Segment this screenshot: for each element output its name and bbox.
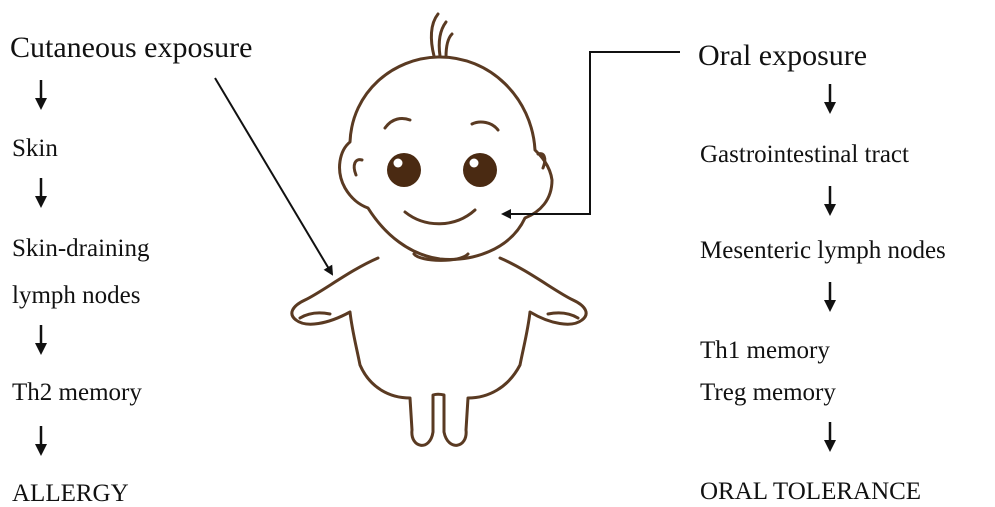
smile	[405, 210, 475, 224]
baby-body	[292, 258, 586, 445]
eyebrow	[385, 119, 410, 128]
eyebrow	[472, 122, 498, 130]
cutaneous-connector-arrow	[215, 78, 332, 274]
baby-head	[340, 57, 552, 259]
hair	[431, 14, 438, 56]
hair	[446, 34, 452, 57]
oral-connector-arrow	[503, 52, 680, 214]
eye	[463, 153, 497, 187]
eye	[387, 153, 421, 187]
